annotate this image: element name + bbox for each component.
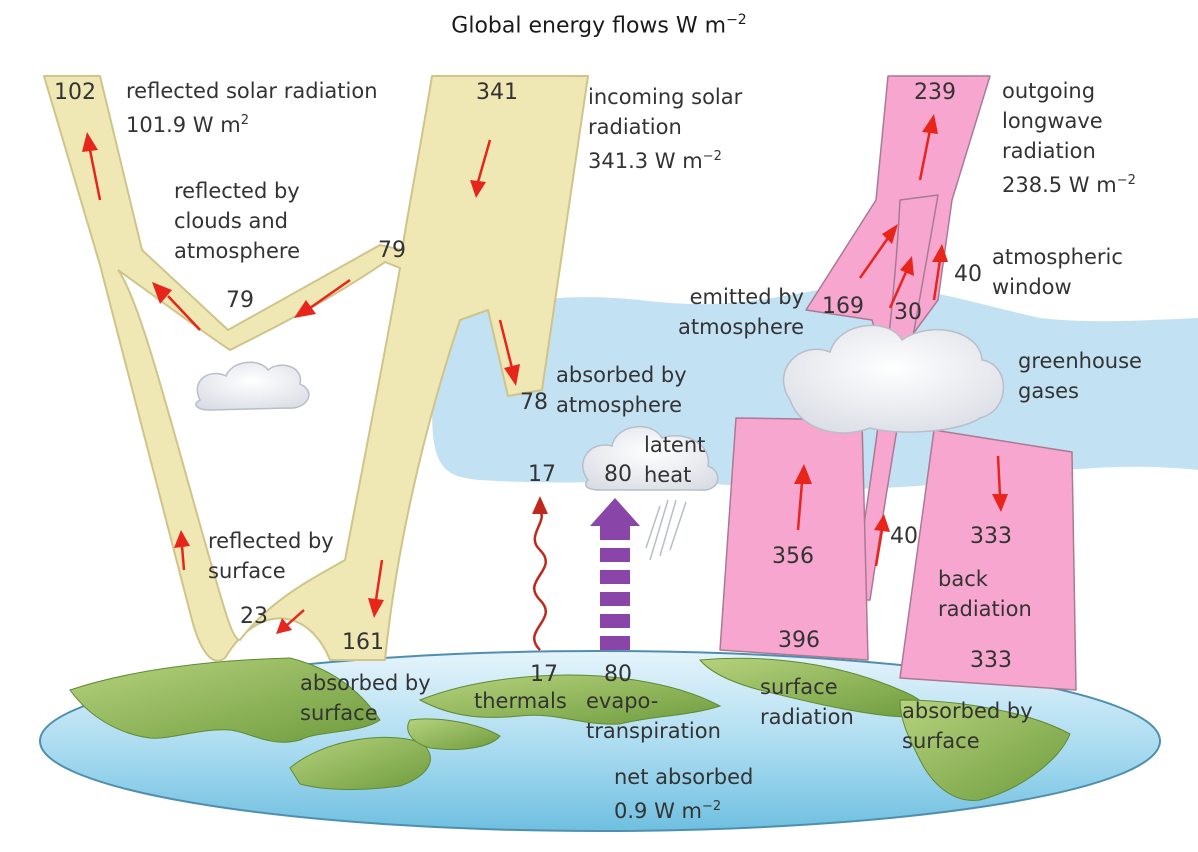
absorbed-by-surface-left-label: absorbed by surface: [300, 671, 431, 725]
outgoing-longwave-label: outgoing longwave radiation 238.5 W m−2: [1002, 79, 1136, 197]
value-reflected-top: 102: [54, 80, 96, 105]
thermals-arrow: [533, 509, 547, 651]
value-clouds-reflected: 79: [226, 288, 254, 313]
atmospheric-window-label: atmospheric window: [992, 245, 1123, 299]
thermals-label: thermals: [474, 689, 567, 713]
incoming-solar-label: incoming solar radiation 341.3 W m−2: [588, 85, 743, 173]
value-thermals-bottom: 17: [530, 662, 558, 687]
value-latent-top: 80: [604, 462, 632, 487]
reflected-loop-gap: [117, 260, 402, 642]
value-emitted: 169: [822, 294, 864, 319]
value-window-30: 30: [894, 300, 922, 325]
value-clouds-branch: 79: [378, 238, 406, 263]
value-absorbed-333: 333: [970, 648, 1012, 673]
value-evapo-bottom: 80: [604, 662, 632, 687]
reflected-solar-label: reflected solar radiation 101.9 W m2: [126, 79, 378, 137]
rain-streaks: [645, 499, 687, 561]
diagram-title: Global energy flows W m−2: [451, 12, 747, 39]
value-window-40: 40: [954, 262, 982, 287]
continents: [69, 657, 1071, 801]
value-surface-396: 396: [778, 628, 820, 653]
evapotranspiration-arrow: [590, 498, 640, 650]
value-outgoing-top: 239: [914, 80, 956, 105]
value-absorbed-161: 161: [342, 630, 384, 655]
reflected-clouds-label: reflected by clouds and atmosphere: [174, 179, 300, 263]
flow-arrows: [82, 114, 1008, 634]
cloud-right: [782, 324, 1005, 434]
cloud-latent: [582, 425, 719, 491]
back-radiation-label: back radiation: [938, 567, 1032, 621]
value-reflected-surface: 23: [240, 604, 268, 629]
thermals-arrowhead: [532, 496, 548, 514]
value-thermals-top: 17: [528, 462, 556, 487]
absorbed-by-atmosphere-label: absorbed by atmosphere: [556, 363, 687, 417]
reflected-by-surface-label: reflected by surface: [208, 529, 334, 583]
cloud-left: [195, 361, 310, 411]
value-absorbed-atmosphere: 78: [520, 390, 548, 415]
value-surface-up: 356: [772, 544, 814, 569]
net-absorbed-label: net absorbed 0.9 W m−2: [614, 765, 754, 823]
greenhouse-gases-label: greenhouse gases: [1018, 349, 1142, 403]
emitted-by-atmosphere-label: emitted by atmosphere: [678, 285, 804, 339]
latent-heat-label: latent heat: [644, 433, 706, 487]
evapotranspiration-label: evapo- transpiration: [586, 689, 721, 743]
value-back-333: 333: [970, 524, 1012, 549]
value-incoming-top: 341: [476, 80, 518, 105]
absorbed-by-surface-right-label: absorbed by surface: [902, 699, 1033, 753]
surface-radiation-label: surface radiation: [760, 675, 854, 729]
value-window-40-low: 40: [890, 524, 918, 549]
